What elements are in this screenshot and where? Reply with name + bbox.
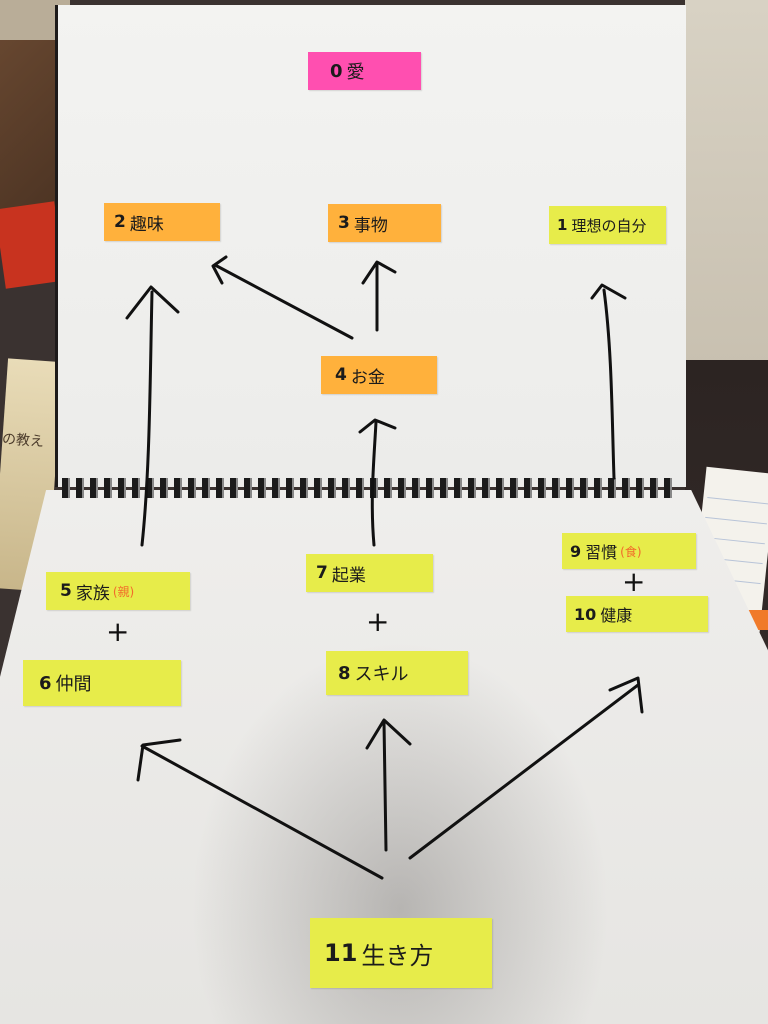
note-label: 愛 <box>346 62 365 83</box>
note-number: 10 <box>574 604 597 624</box>
arrow-11-to-8 <box>365 718 412 852</box>
plus-sign-right: + <box>622 565 646 598</box>
note-number: 8 <box>338 662 351 684</box>
note-suffix: (食) <box>620 544 642 559</box>
note-label: 家族 <box>75 583 110 604</box>
sticky-note-6: 6 仲間 <box>23 660 181 706</box>
note-number: 7 <box>316 563 328 583</box>
sticky-note-0: 0 愛 <box>308 52 421 90</box>
arrow-11-to-10 <box>408 676 644 860</box>
sticky-note-8: 8 スキル <box>326 651 468 695</box>
note-number: 4 <box>335 365 347 385</box>
note-label: お金 <box>350 367 385 388</box>
note-label: 理想の自分 <box>571 216 647 235</box>
arrow-11-to-6 <box>136 738 384 880</box>
sticky-note-3: 3 事物 <box>328 204 441 242</box>
note-suffix: (親) <box>112 584 135 599</box>
note-label: 起業 <box>331 565 366 586</box>
note-number: 11 <box>324 939 358 967</box>
sticky-note-5: 5 家族 (親) <box>46 572 190 610</box>
arrow-4-to-2 <box>211 255 354 340</box>
sticky-note-11: 11 生き方 <box>310 918 492 988</box>
sticky-note-10: 10 健康 <box>566 596 708 632</box>
note-number: 0 <box>330 60 343 82</box>
wall-right <box>685 0 768 370</box>
sticky-note-2: 2 趣味 <box>104 203 220 241</box>
note-label: 仲間 <box>55 674 92 695</box>
sticky-note-1: 1 理想の自分 <box>549 206 666 244</box>
sticky-note-7: 7 起業 <box>306 554 433 592</box>
plus-sign-center: + <box>366 605 390 638</box>
note-number: 3 <box>338 213 350 233</box>
note-label: 生き方 <box>361 941 434 970</box>
arrow-9-to-1 <box>590 283 627 480</box>
note-number: 6 <box>39 672 52 694</box>
note-label: 趣味 <box>129 214 164 235</box>
arrow-7-to-4 <box>358 418 397 547</box>
arrow-4-to-3 <box>361 260 397 332</box>
spiral-binding <box>62 478 672 498</box>
note-label: 習慣 <box>585 543 618 562</box>
plus-sign-left: + <box>106 615 130 648</box>
note-label: 事物 <box>353 215 388 236</box>
note-number: 2 <box>114 212 126 232</box>
note-number: 9 <box>570 541 582 561</box>
arrow-5-to-2 <box>125 285 180 547</box>
sticky-note-9: 9 習慣 (食) <box>562 533 696 569</box>
sticky-note-4: 4 お金 <box>321 356 437 394</box>
note-number: 1 <box>557 216 568 234</box>
note-label: スキル <box>354 664 409 685</box>
note-number: 5 <box>60 581 72 601</box>
note-label: 健康 <box>600 606 633 625</box>
